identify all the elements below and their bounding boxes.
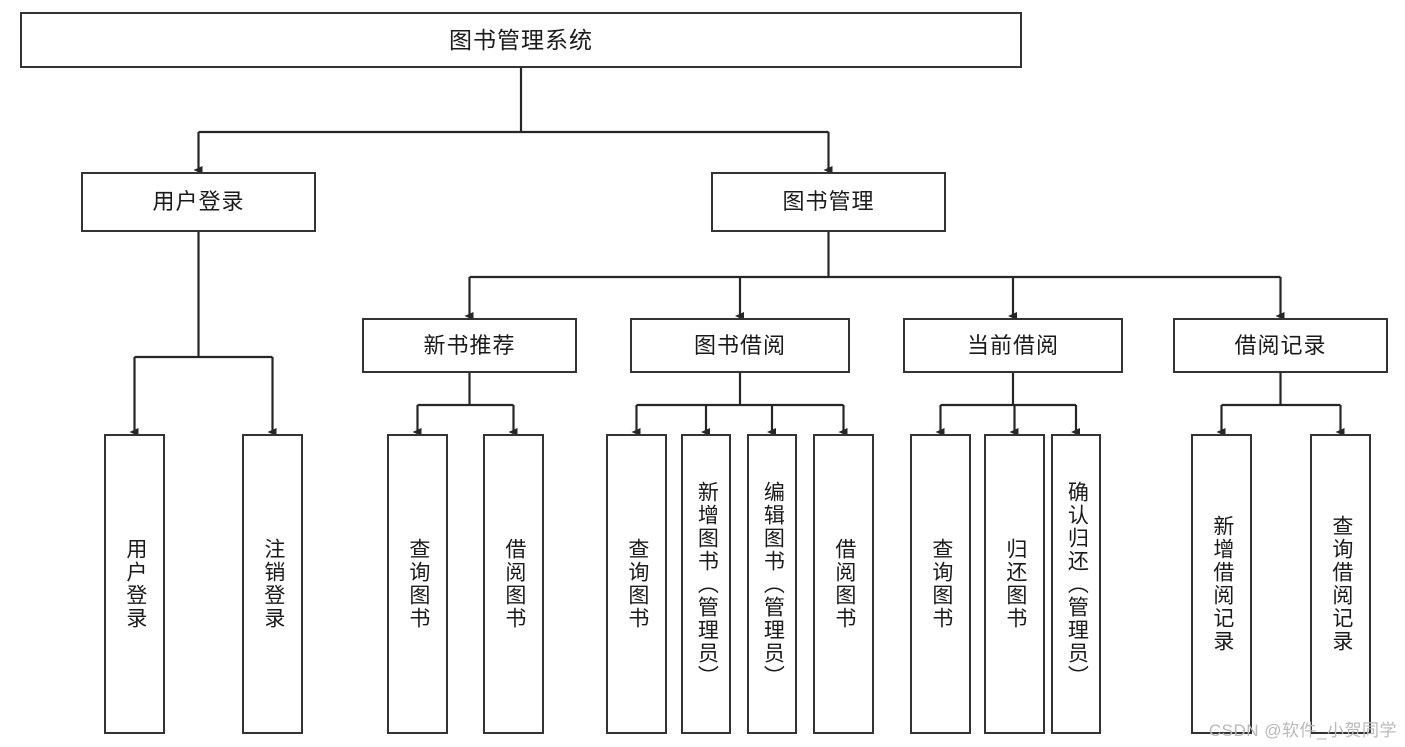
node-leaf-query-book-borrow[interactable]: 查询图书 — [606, 434, 667, 734]
node-borrow-record[interactable]: 借阅记录 — [1173, 318, 1388, 373]
node-book-management[interactable]: 图书管理 — [711, 172, 946, 232]
node-leaf-query-book-recommend[interactable]: 查询图书 — [387, 434, 448, 734]
watermark: CSDN @软件_小贺同学 — [1208, 721, 1397, 740]
node-leaf-logout[interactable]: 注销登录 — [242, 434, 303, 734]
node-root[interactable]: 图书管理系统 — [20, 12, 1022, 68]
node-leaf-add-borrow-record[interactable]: 新增借阅记录 — [1191, 434, 1252, 734]
node-leaf-borrow-book[interactable]: 借阅图书 — [813, 434, 874, 734]
node-current-borrow[interactable]: 当前借阅 — [903, 318, 1123, 373]
node-leaf-query-borrow-record[interactable]: 查询借阅记录 — [1310, 434, 1371, 734]
node-new-book-recommend[interactable]: 新书推荐 — [362, 318, 577, 373]
node-leaf-return-book[interactable]: 归还图书 — [984, 434, 1045, 734]
node-book-borrow[interactable]: 图书借阅 — [630, 318, 850, 373]
node-leaf-add-book[interactable]: 新增图书（管理员） — [681, 434, 731, 734]
node-leaf-user-login[interactable]: 用户登录 — [104, 434, 165, 734]
node-leaf-borrow-book-recommend[interactable]: 借阅图书 — [483, 434, 544, 734]
node-user-login[interactable]: 用户登录 — [81, 172, 316, 232]
node-leaf-confirm-return[interactable]: 确认归还（管理员） — [1051, 434, 1101, 734]
node-leaf-edit-book[interactable]: 编辑图书（管理员） — [747, 434, 797, 734]
node-leaf-query-book-current[interactable]: 查询图书 — [910, 434, 971, 734]
